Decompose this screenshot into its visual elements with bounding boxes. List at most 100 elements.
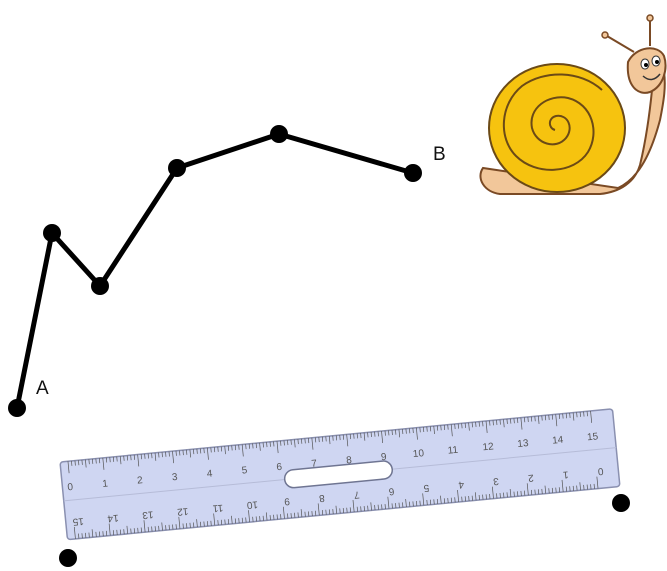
path-vertex xyxy=(168,159,186,177)
ruler-number: 5 xyxy=(423,482,430,494)
ruler-tick xyxy=(433,425,435,435)
ruler-tick xyxy=(416,427,418,440)
ruler-tick xyxy=(555,414,558,427)
point-label-b: B xyxy=(433,144,446,165)
ruler-number: 9 xyxy=(283,495,290,507)
ruler-tick xyxy=(381,431,384,444)
snail-pupil xyxy=(655,60,659,64)
ruler-tick xyxy=(537,415,540,424)
ruler-number: 15 xyxy=(587,431,600,443)
ruler-number: 14 xyxy=(552,435,565,447)
ruler-tick xyxy=(509,488,512,497)
ruler-number: 0 xyxy=(67,482,74,494)
ruler-number: 8 xyxy=(318,492,325,504)
ruler-tick xyxy=(579,482,581,491)
snail-mouth xyxy=(642,73,661,81)
path-vertex xyxy=(404,164,422,182)
ruler-number: 9 xyxy=(381,452,388,464)
snail-shell xyxy=(488,63,626,193)
ruler-number: 8 xyxy=(346,455,353,467)
point-label-a: A xyxy=(36,378,49,399)
ruler-tick xyxy=(67,461,70,474)
ruler-tick xyxy=(492,486,494,499)
ruler-tick xyxy=(248,510,250,523)
ruler-number: 13 xyxy=(141,508,154,520)
ruler-scale-top: 0 1 2 3 4 5 6 7 8 9 10 11 12 13 14 15 xyxy=(67,431,599,493)
ruler-tick xyxy=(363,432,366,441)
ruler-number: 13 xyxy=(517,438,530,450)
ruler-tick xyxy=(276,441,279,454)
ruler-tick xyxy=(213,513,216,526)
ruler-number: 11 xyxy=(447,445,459,457)
ruler-tick xyxy=(206,447,209,460)
ruler-tick xyxy=(422,493,425,506)
path-segments xyxy=(14,131,416,411)
ruler-tick xyxy=(154,452,157,461)
ruler-ticks xyxy=(67,410,599,539)
ruler-tick xyxy=(352,500,355,513)
ruler-tick xyxy=(259,442,261,451)
snail-pupil xyxy=(644,63,648,67)
ruler-tick xyxy=(282,506,285,519)
ruler-tick xyxy=(440,495,442,504)
ruler-tick xyxy=(317,503,320,516)
ruler-tick xyxy=(196,519,198,528)
ruler-tick xyxy=(265,512,268,521)
ruler-slot xyxy=(283,460,394,489)
ruler-tick xyxy=(398,429,401,438)
snail-antenna-tip xyxy=(601,31,609,39)
ruler: 0 1 2 3 4 5 6 7 8 9 10 11 12 13 14 15 0 … xyxy=(59,408,621,541)
ruler-number: 6 xyxy=(276,462,283,474)
ruler-tick xyxy=(108,523,111,536)
ruler-tick xyxy=(520,417,523,430)
ruler-number: 14 xyxy=(107,512,120,524)
ruler-tick xyxy=(161,522,163,531)
ruler-number: 2 xyxy=(137,475,144,487)
snail-antenna-tip xyxy=(646,14,654,22)
ruler-end-dot xyxy=(59,549,77,567)
path-vertex xyxy=(91,277,109,295)
ruler-tick xyxy=(294,439,296,448)
ruler-number: 10 xyxy=(412,448,425,460)
ruler-number: 4 xyxy=(206,468,213,480)
ruler-tick xyxy=(311,437,314,450)
ruler-tick xyxy=(468,422,470,431)
ruler-tick xyxy=(450,424,453,437)
ruler-tick xyxy=(137,454,140,467)
ruler-tick xyxy=(544,485,547,494)
ruler-tick xyxy=(561,479,564,492)
ruler-tick xyxy=(73,526,76,539)
ruler-tick xyxy=(503,419,505,428)
ruler-tick xyxy=(335,505,338,514)
ruler-tick xyxy=(596,476,599,489)
ruler-tick xyxy=(405,499,407,508)
ruler-number: 1 xyxy=(562,468,569,480)
ruler-number: 0 xyxy=(597,465,604,477)
ruler-tick xyxy=(346,434,349,447)
ruler-tick xyxy=(370,502,372,511)
ruler-number: 5 xyxy=(241,465,248,477)
broken-line-path xyxy=(8,125,422,417)
snail-antenna xyxy=(606,35,635,53)
ruler-tick xyxy=(474,492,477,501)
snail-shell-spiral xyxy=(503,73,603,171)
ruler-number: 3 xyxy=(172,472,179,484)
ruler-tick xyxy=(590,410,593,423)
ruler-tick xyxy=(526,483,529,496)
ruler-tick xyxy=(485,420,488,433)
ruler-tick xyxy=(143,520,146,533)
ruler-tick xyxy=(102,457,105,470)
ruler-tick xyxy=(231,515,233,524)
ruler-number: 12 xyxy=(176,505,189,517)
ruler-scale-bottom: 0 1 2 3 4 5 6 7 8 9 10 11 12 13 14 15 xyxy=(72,465,604,527)
ruler-number: 12 xyxy=(482,441,495,453)
path-vertex xyxy=(8,399,26,417)
ruler-number: 1 xyxy=(102,478,109,490)
ruler-tick xyxy=(189,449,192,458)
ruler-tick xyxy=(328,436,331,445)
ruler-number: 7 xyxy=(311,458,318,470)
ruler-tick xyxy=(178,516,181,529)
ruler-tick xyxy=(241,444,244,457)
ruler-number: 7 xyxy=(353,488,360,500)
ruler-number: 4 xyxy=(457,478,464,490)
